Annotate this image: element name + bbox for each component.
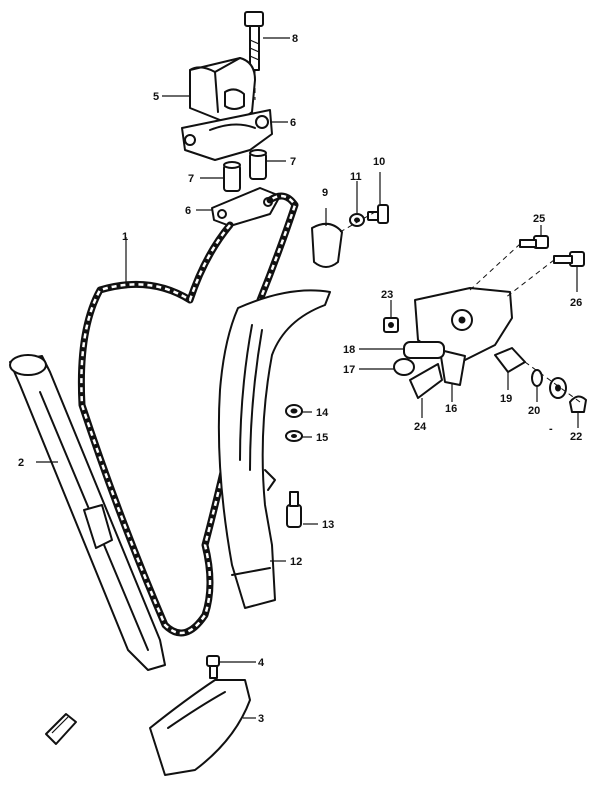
label-7-left: 7: [188, 173, 194, 185]
label-22: 22: [570, 431, 582, 443]
part-25-bolt[interactable]: [519, 235, 549, 249]
part-21-washer[interactable]: [549, 377, 567, 399]
part-19-spring[interactable]: [494, 347, 526, 373]
part-3-lower-guide[interactable]: [149, 679, 251, 776]
label-21: -: [549, 423, 553, 435]
label-23: 23: [381, 289, 393, 301]
label-20: 20: [528, 405, 540, 417]
part-2-chain-guide[interactable]: [9, 354, 166, 671]
label-3: 3: [258, 713, 264, 725]
part-9-cushion[interactable]: [311, 222, 343, 268]
part-4-bolt[interactable]: [206, 655, 220, 679]
part-18-pushrod[interactable]: [403, 341, 445, 359]
label-6-upper: 6: [290, 117, 296, 129]
part-26-bolt[interactable]: [553, 251, 585, 267]
part-7-pin-right[interactable]: [249, 149, 267, 180]
leader-lines: [36, 37, 579, 719]
part-15-washer[interactable]: [285, 430, 303, 442]
part-14-nut[interactable]: [285, 404, 303, 418]
part-6-upper-bracket[interactable]: [181, 109, 273, 161]
label-24: 24: [414, 421, 427, 433]
part-24-lever[interactable]: [409, 363, 443, 399]
label-2: 2: [18, 457, 24, 469]
part-12-tensioner-guide[interactable]: [217, 289, 331, 609]
label-5: 5: [153, 91, 159, 103]
label-1: 1: [122, 231, 128, 243]
label-7-right: 7: [290, 156, 296, 168]
label-15: 15: [316, 432, 328, 444]
label-4: 4: [258, 657, 265, 669]
label-6-lower: 6: [185, 205, 191, 217]
part-13-pivot-bolt[interactable]: [286, 491, 302, 528]
part-10-bolt[interactable]: [367, 204, 389, 224]
label-11: 11: [350, 171, 362, 183]
part-1-cam-chain[interactable]: [77, 192, 299, 637]
part-labels: 8 5 6 7 7 6 1 2 3 4 9 11 10 12 13 14 15 …: [18, 33, 582, 725]
label-25: 25: [533, 213, 545, 225]
part-17-plunger[interactable]: [393, 358, 415, 376]
label-19: 19: [500, 393, 512, 405]
label-14: 14: [316, 407, 329, 419]
label-12: 12: [290, 556, 302, 568]
part-20-washer[interactable]: [531, 369, 543, 387]
label-18: 18: [343, 344, 355, 356]
rivet-icon: [45, 713, 77, 745]
label-8: 8: [292, 33, 298, 45]
label-9: 9: [322, 187, 328, 199]
label-26: 26: [570, 297, 582, 309]
part-11-washer[interactable]: [349, 213, 365, 227]
part-5-cover[interactable]: [189, 57, 256, 122]
part-7-pin-left[interactable]: [223, 161, 241, 192]
part-22-cap[interactable]: [569, 395, 587, 413]
part-6-lower-bracket[interactable]: [211, 187, 281, 227]
label-13: 13: [322, 519, 334, 531]
label-17: 17: [343, 364, 355, 376]
label-10: 10: [373, 156, 385, 168]
part-23-nut[interactable]: [383, 317, 399, 333]
label-16: 16: [445, 403, 457, 415]
